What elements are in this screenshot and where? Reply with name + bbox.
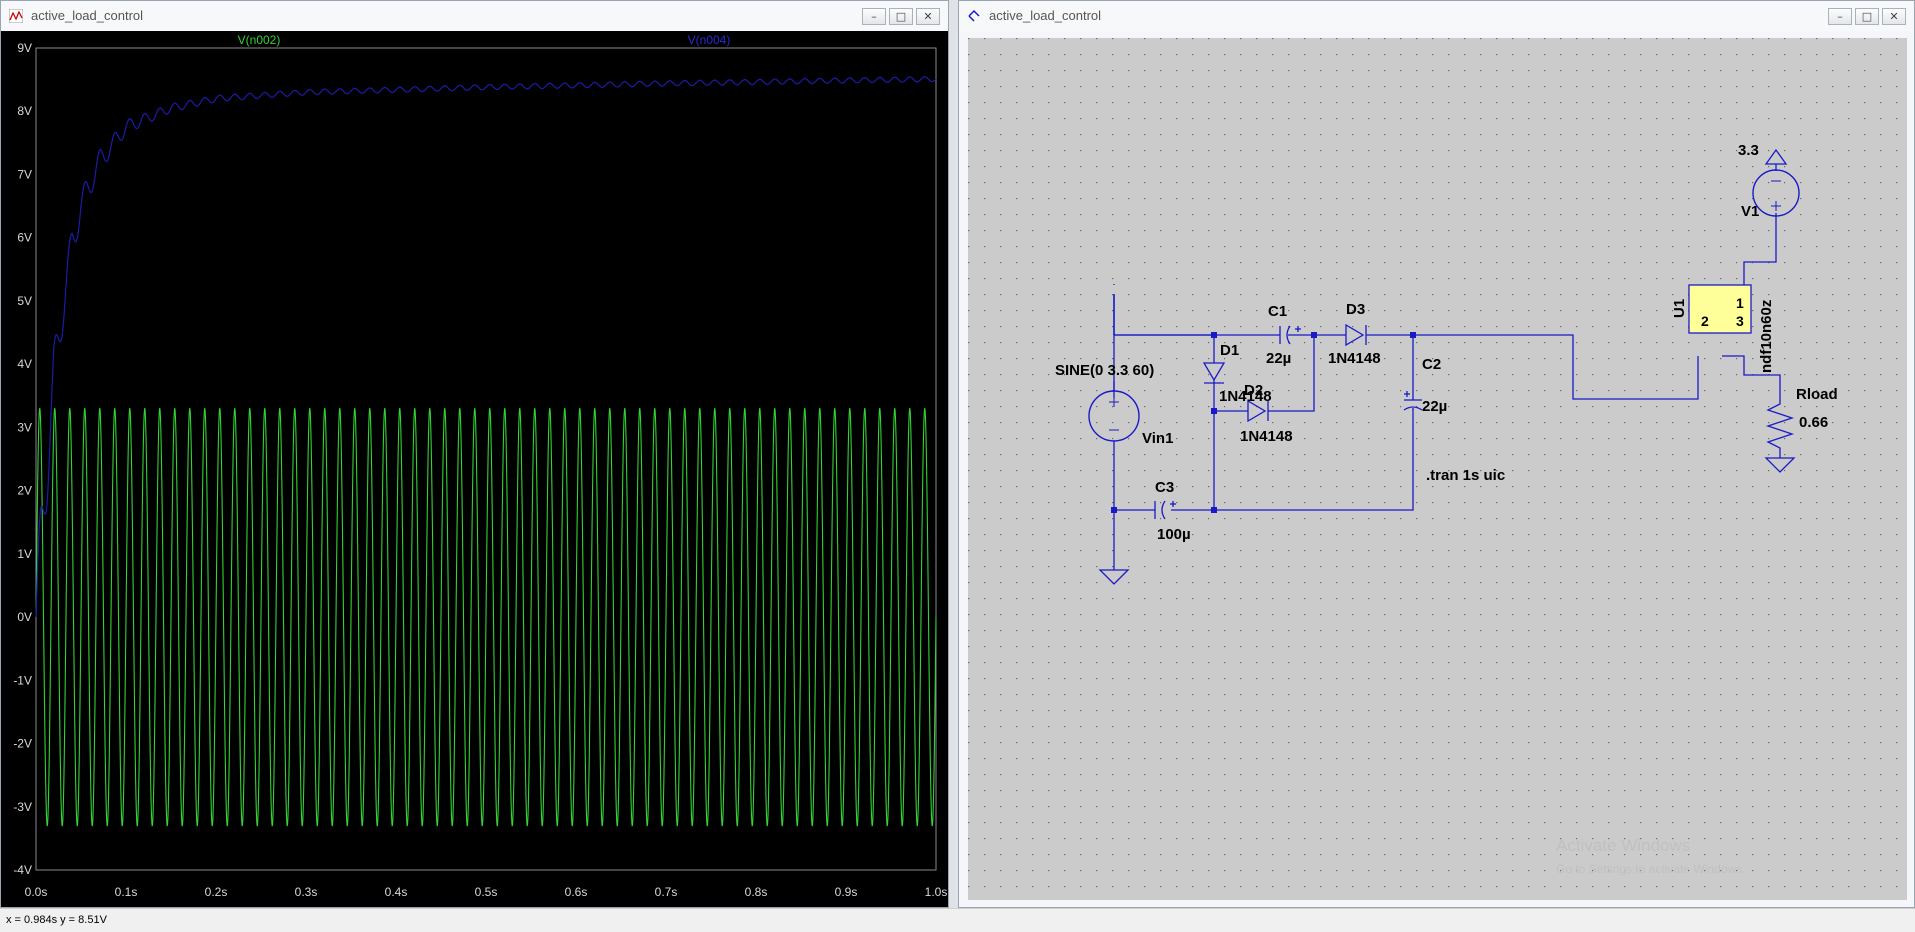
y-tick-label: -1V xyxy=(13,673,32,687)
waveform-titlebar[interactable]: active_load_control – □ ✕ xyxy=(1,1,948,31)
minimize-button[interactable]: – xyxy=(1828,8,1852,25)
waveform-window-title: active_load_control xyxy=(31,8,144,23)
c2-value: 22µ xyxy=(1422,398,1447,415)
schematic-window-title: active_load_control xyxy=(989,8,1102,23)
ground-icon xyxy=(1764,457,1796,473)
y-tick-label: 4V xyxy=(17,357,32,371)
schematic-canvas[interactable]: SINE(0 3.3 60) Vin1 D1 1N4148 D2 1N4148 xyxy=(968,38,1907,900)
vin1-source-label: SINE(0 3.3 60) xyxy=(1055,362,1154,379)
d3-value: 1N4148 xyxy=(1328,350,1381,367)
schematic-icon xyxy=(968,9,980,22)
d3-diode[interactable] xyxy=(1345,323,1367,347)
v1-value: 3.3 xyxy=(1738,142,1759,159)
x-tick-label: 0.5s xyxy=(475,885,498,899)
c3-value: 100µ xyxy=(1157,526,1191,543)
rload-ref: Rload xyxy=(1796,386,1838,403)
c1-value: 22µ xyxy=(1266,350,1291,367)
y-tick-label: 8V xyxy=(17,104,32,118)
c3-capacitor[interactable] xyxy=(1154,500,1176,520)
activate-windows-watermark: Activate Windows xyxy=(1556,836,1690,855)
c2-capacitor[interactable] xyxy=(1403,386,1423,425)
schematic-titlebar[interactable]: active_load_control – □ ✕ xyxy=(959,1,1914,31)
x-tick-label: 0.1s xyxy=(115,885,138,899)
series-v-n004 xyxy=(35,76,937,618)
y-tick-label: 7V xyxy=(17,167,32,181)
x-tick-label: 1.0s xyxy=(925,885,948,899)
junctions xyxy=(1111,332,1416,513)
d2-diode[interactable] xyxy=(1247,399,1269,423)
y-tick-label: 1V xyxy=(17,547,32,561)
x-tick-label: 0.4s xyxy=(385,885,408,899)
d1-ref: D1 xyxy=(1220,342,1239,359)
waveform-window[interactable]: active_load_control – □ ✕ 9V 8V 7V 6V 5V 4V 3V… xyxy=(0,0,949,908)
c3-ref: C3 xyxy=(1155,479,1174,496)
x-tick-label: 0.7s xyxy=(655,885,678,899)
y-tick-label: -4V xyxy=(13,863,32,877)
minimize-button[interactable]: – xyxy=(862,8,886,25)
y-tick-label: 9V xyxy=(17,41,32,55)
ground-icon xyxy=(1098,569,1130,585)
y-tick-label: 6V xyxy=(17,231,32,245)
d2-value: 1N4148 xyxy=(1240,428,1293,445)
c1-ref: C1 xyxy=(1268,303,1287,320)
x-tick-label: 0.6s xyxy=(565,885,588,899)
u1-ref: U1 xyxy=(1671,299,1688,318)
cursor-readout: x = 0.984s y = 8.51V xyxy=(6,914,107,926)
close-button[interactable]: ✕ xyxy=(1882,8,1906,25)
u1-pin3: 3 xyxy=(1736,313,1744,329)
rload-value: 0.66 xyxy=(1799,414,1828,431)
x-tick-label: 0.8s xyxy=(745,885,768,899)
maximize-button[interactable]: □ xyxy=(889,8,913,25)
u1-component[interactable]: 1 2 3 xyxy=(1688,284,1752,334)
v1-ref: V1 xyxy=(1741,203,1759,220)
y-tick-label: -2V xyxy=(13,737,32,751)
window-splitter[interactable] xyxy=(949,0,958,908)
c1-capacitor[interactable] xyxy=(1279,325,1301,345)
y-tick-label: -3V xyxy=(13,800,32,814)
y-tick-label: 3V xyxy=(17,420,32,434)
circuit-wires xyxy=(1113,213,1781,570)
status-bar: x = 0.984s y = 8.51V xyxy=(0,908,1915,932)
x-tick-label: 0.9s xyxy=(835,885,858,899)
vin1-source[interactable] xyxy=(1088,381,1140,472)
x-tick-label: 0.0s xyxy=(25,885,48,899)
waveform-plot[interactable]: 9V 8V 7V 6V 5V 4V 3V 2V 1V 0V -1V -2V -3V -4V 0.0s 0.1… xyxy=(1,31,948,907)
y-tick-label: 2V xyxy=(17,484,32,498)
u1-pin2: 2 xyxy=(1701,313,1709,329)
d2-ref: D2 xyxy=(1244,382,1263,399)
tran-directive[interactable]: .tran 1s uic xyxy=(1426,467,1505,484)
activate-windows-subtext: Go to Settings to activate Windows. xyxy=(1556,862,1745,876)
u1-pin1: 1 xyxy=(1736,295,1744,311)
schematic-window[interactable]: active_load_control – □ ✕ xyxy=(958,0,1915,908)
legend-v-n004[interactable]: V(n004) xyxy=(688,33,731,47)
legend-v-n002[interactable]: V(n002) xyxy=(238,33,281,47)
v1-source[interactable] xyxy=(1752,148,1800,217)
maximize-button[interactable]: □ xyxy=(1855,8,1879,25)
d3-ref: D3 xyxy=(1346,301,1365,318)
d1-diode[interactable] xyxy=(1202,362,1226,384)
y-tick-label: 5V xyxy=(17,294,32,308)
x-tick-label: 0.2s xyxy=(205,885,228,899)
x-tick-label: 0.3s xyxy=(295,885,318,899)
y-tick-label: 0V xyxy=(17,610,32,624)
vin1-label: Vin1 xyxy=(1142,430,1173,447)
u1-part: ndf10n60z xyxy=(1758,300,1775,373)
c2-ref: C2 xyxy=(1422,356,1441,373)
rload-resistor[interactable] xyxy=(1765,398,1795,453)
waveform-icon xyxy=(9,9,23,23)
d1-value: 1N4148 xyxy=(1219,388,1272,405)
series-v-n002 xyxy=(35,408,937,827)
close-button[interactable]: ✕ xyxy=(916,8,940,25)
